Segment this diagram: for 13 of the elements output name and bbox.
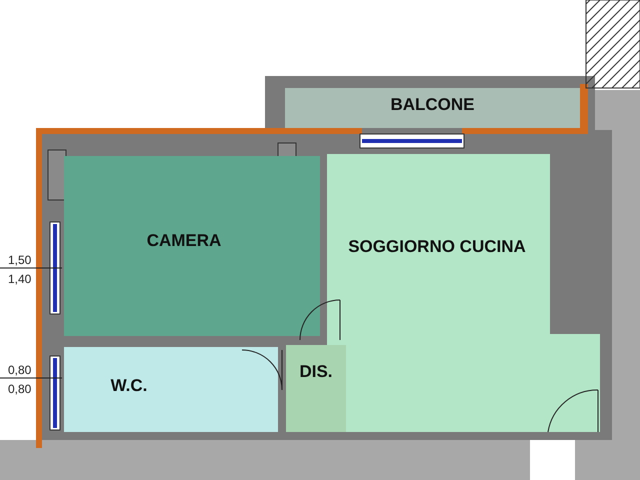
room-label: BALCONE <box>389 94 476 116</box>
dimension-text: 0,80 <box>8 382 32 396</box>
dimension-text: 1,40 <box>8 272 32 286</box>
room-floor <box>64 156 320 336</box>
room-label: CAMERA <box>146 230 222 252</box>
dimension-text: 1,50 <box>8 253 32 267</box>
room-label: SOGGIORNO CUCINA <box>347 236 527 258</box>
room-floor <box>285 88 580 128</box>
room-label: W.C. <box>110 375 148 397</box>
room-label: DIS. <box>298 361 334 383</box>
room-floor <box>64 347 278 432</box>
dimension-text: 0,80 <box>8 363 32 377</box>
room-floor <box>286 345 346 432</box>
